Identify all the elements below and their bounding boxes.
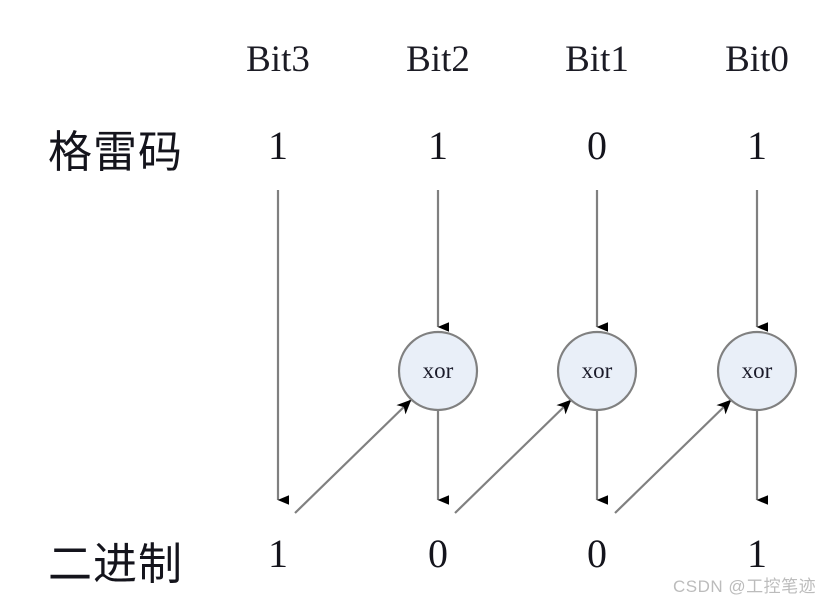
column-header-bit2: Bit2 [406,39,470,80]
binary-value-bit3: 1 [268,531,288,576]
gray-value-bit2: 1 [428,123,448,168]
binary-value-bit0: 1 [747,531,767,576]
csdn-watermark: CSDN @工控笔迹 [673,577,817,596]
gray-value-bit3: 1 [268,123,288,168]
binary-value-bit2: 0 [428,531,448,576]
gray-value-bit0: 1 [747,123,767,168]
gray-value-bit1: 0 [587,123,607,168]
column-header-bit3: Bit3 [246,39,310,80]
row-label-binary: 二进制 [48,540,183,589]
xor-gate-bit1 [556,330,638,412]
xor-gate-label-bit0: xor [741,358,773,383]
row-label-gray-code: 格雷码 [48,128,183,177]
xor-gate-bit0 [716,330,798,412]
column-header-bit1: Bit1 [565,39,629,80]
binary-value-bit1: 0 [587,531,607,576]
xor-gate-bit2 [397,330,479,412]
xor-gate-label-bit1: xor [581,358,613,383]
line-feedback-bit1-to-bit0-gate [614,399,732,514]
line-feedback-bit3-to-bit2-gate [294,399,412,514]
column-header-bit0: Bit0 [725,39,789,80]
xor-gate-label-bit2: xor [422,358,454,383]
line-feedback-bit2-to-bit1-gate [454,399,572,514]
